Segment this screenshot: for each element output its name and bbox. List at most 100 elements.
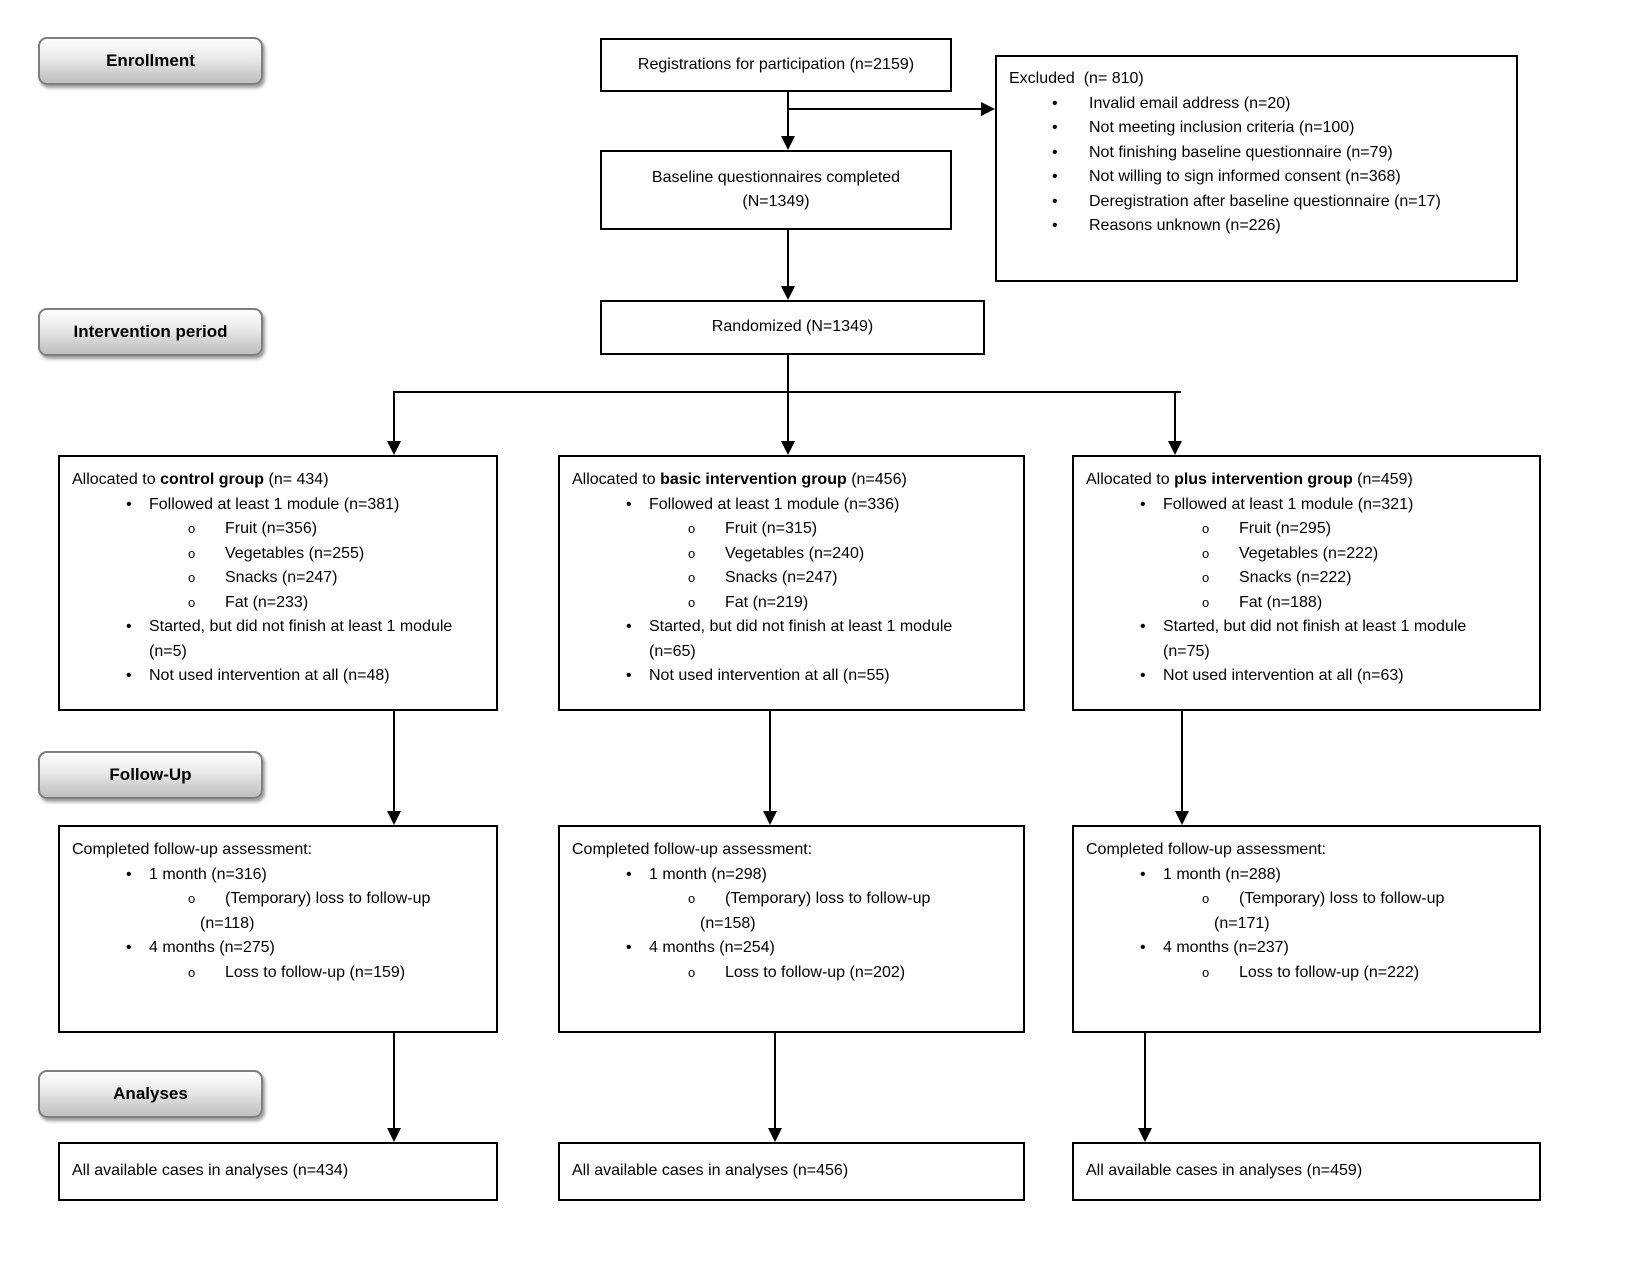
allocation-count: (n=459): [1352, 471, 1413, 488]
circle-marker: o: [188, 570, 196, 585]
connector-branch-plus: [1174, 392, 1176, 441]
arrow-right-icon: [981, 102, 995, 116]
excluded-reason: •Not meeting inclusion criteria (n=100): [997, 116, 1516, 141]
month1-text: 1 month (n=288): [1163, 865, 1281, 883]
arrow-down-icon: [387, 1128, 401, 1142]
baseline-box: Baseline questionnaires completed (N=134…: [600, 150, 952, 230]
connector-branch-basic: [787, 392, 789, 441]
bullet-marker: •: [1140, 618, 1146, 635]
bullet-marker: •: [1052, 94, 1058, 112]
circle-marker: o: [188, 521, 196, 536]
module-text: Fat (n=219): [725, 593, 809, 611]
list-item: •1 month (n=316): [60, 863, 496, 888]
followup-box-control: Completed follow-up assessment: •1 month…: [58, 825, 498, 1033]
circle-marker: o: [1202, 891, 1210, 906]
list-item: •Followed at least 1 module (n=336): [560, 493, 1023, 518]
list-item: •Followed at least 1 module (n=381): [60, 493, 496, 518]
connector-alloc-followup-basic: [769, 711, 771, 811]
excluded-reason: • Not willing to sign informed consent (n…: [997, 165, 1516, 190]
registrations-box: Registrations for participation (n=2159): [600, 38, 952, 92]
loss-text: Loss to follow-up (n=222): [1239, 963, 1420, 981]
circle-marker: o: [688, 964, 696, 980]
circle-marker: o: [688, 594, 696, 610]
list-item: •Not used intervention at all (n=63): [1074, 664, 1539, 689]
excluded-reason-text: Not finishing baseline questionnaire (n=…: [1089, 143, 1393, 161]
list-item: •Started, but did not finish at least 1 …: [60, 615, 496, 640]
list-item: •4 months (n=237): [1074, 936, 1539, 961]
started-text: Started, but did not finish at least 1 m…: [649, 618, 953, 635]
module-text: Snacks (n=247): [725, 569, 838, 586]
allocation-count: (n= 434): [264, 471, 329, 488]
arrow-down-icon: [1168, 441, 1182, 455]
bullet-marker: •: [1140, 667, 1146, 684]
connector-registrations-baseline: [787, 92, 789, 136]
arrow-down-icon: [768, 1128, 782, 1142]
module-text: Snacks (n=222): [1239, 569, 1352, 586]
connector-alloc-followup-plus: [1181, 711, 1183, 811]
module-text: Fruit (n=356): [225, 520, 318, 537]
allocation-prefix: Allocated to: [572, 471, 661, 488]
bullet-marker: •: [626, 495, 632, 513]
bullet-marker: •: [1140, 865, 1146, 883]
connector-branch-control: [393, 392, 395, 441]
list-item-continuation: (n=5): [149, 642, 187, 660]
bullet-marker: •: [1140, 495, 1146, 513]
allocation-prefix: Allocated to: [72, 471, 161, 488]
list-item: o(Temporary) loss to follow-up: [60, 887, 496, 912]
list-item-continuation: (n=118): [200, 914, 255, 932]
arrow-down-icon: [387, 811, 401, 825]
arrow-down-icon: [781, 286, 795, 300]
excluded-reason-text: Not meeting inclusion criteria (n=100): [1089, 119, 1355, 136]
not-used-text: Not used intervention at all (n=48): [149, 667, 390, 684]
connector-to-excluded: [788, 108, 981, 110]
month1-text: 1 month (n=298): [649, 865, 767, 883]
module-text: Snacks (n=247): [225, 569, 338, 586]
analysis-box-basic: All available cases in analyses (n=456): [558, 1142, 1025, 1201]
arrow-down-icon: [763, 811, 777, 825]
bullet-marker: •: [126, 939, 132, 956]
followup-title: Completed follow-up assessment:: [1086, 841, 1327, 858]
circle-marker: o: [1202, 594, 1210, 610]
followup-title: Completed follow-up assessment:: [572, 841, 813, 858]
connector-randomized-stem: [787, 355, 789, 392]
excluded-box: Excluded (n= 810) •Invalid email address…: [995, 55, 1518, 282]
followed-text: Followed at least 1 module (n=381): [149, 495, 400, 513]
bullet-marker: •: [1052, 168, 1058, 185]
circle-marker: o: [188, 964, 196, 980]
connector-followup-analysis-plus: [1144, 1033, 1146, 1128]
excluded-reason: •Deregistration after baseline questionn…: [997, 190, 1516, 215]
module-text: Fruit (n=315): [725, 520, 818, 537]
randomized-text: Randomized (N=1349): [711, 318, 874, 336]
excluded-reason: •Not finishing baseline questionnaire (n…: [997, 141, 1516, 166]
stage-label: Analyses: [113, 1083, 188, 1103]
not-used-text: Not used intervention at all (n=55): [649, 667, 890, 684]
analysis-text: All available cases in analyses (n=459): [1086, 1162, 1363, 1180]
excluded-reason-text: Not willing to sign informed consent (n=…: [1089, 168, 1401, 185]
arrow-down-icon: [1175, 811, 1189, 825]
allocation-group-name: plus intervention group: [1174, 471, 1353, 488]
month4-text: 4 months (n=275): [149, 939, 275, 956]
allocation-box-basic: Allocated to basic intervention group (n…: [558, 455, 1025, 711]
module-text: Fat (n=188): [1239, 593, 1323, 611]
allocation-count: (n=456): [846, 471, 907, 488]
circle-marker: o: [1202, 964, 1210, 980]
circle-marker: o: [688, 891, 696, 906]
allocation-prefix: Allocated to: [1086, 471, 1175, 488]
module-text: Fruit (n=295): [1239, 520, 1332, 537]
stage-button-follow-up: Follow-Up: [38, 751, 263, 799]
excluded-reason-text: Reasons unknown (n=226): [1089, 217, 1281, 234]
circle-marker: o: [188, 594, 196, 610]
randomized-box: Randomized (N=1349): [600, 300, 985, 355]
allocation-box-plus: Allocated to plus intervention group (n=…: [1072, 455, 1541, 711]
temp-loss-text: (Temporary) loss to follow-up: [1239, 890, 1445, 907]
followup-box-plus: Completed follow-up assessment: • 1 month…: [1072, 825, 1541, 1033]
analysis-text: All available cases in analyses (n=456): [572, 1162, 849, 1180]
stage-button-analyses: Analyses: [38, 1070, 263, 1118]
module-text: Vegetables (n=240): [725, 544, 865, 562]
